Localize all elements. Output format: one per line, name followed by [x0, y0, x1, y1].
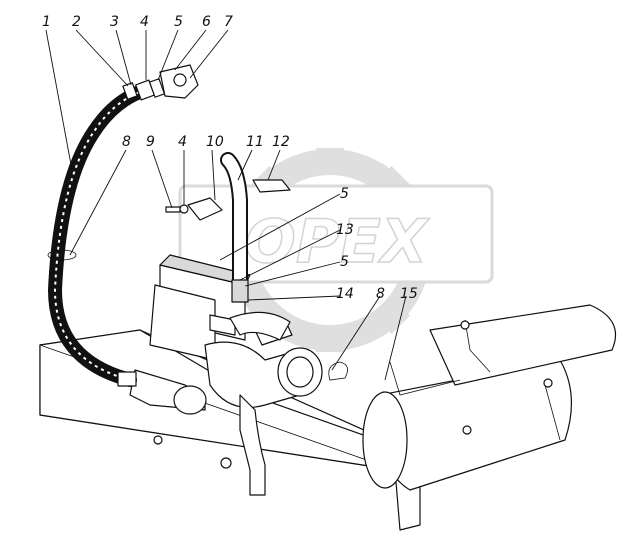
callout-15: 15 — [400, 286, 418, 302]
callout-11: 11 — [246, 134, 264, 150]
leader-lines — [45, 29, 407, 381]
watermark-logo: OPEX — [178, 148, 494, 352]
callout-5-tertiary: 5 — [340, 254, 349, 270]
callout-10: 10 — [206, 134, 224, 150]
exhaust-pipe — [187, 152, 291, 341]
watermark-banner — [178, 184, 494, 284]
callout-1: 1 — [42, 14, 51, 30]
callout-7: 7 — [224, 14, 233, 30]
callout-13: 13 — [336, 222, 354, 238]
heater-unit — [129, 254, 323, 496]
pipe-end-fittings — [122, 64, 199, 101]
callout-5-secondary: 5 — [340, 186, 349, 202]
callout-4-secondary: 4 — [178, 134, 187, 150]
muffler — [362, 304, 617, 491]
callout-9: 9 — [146, 134, 155, 150]
callout-4: 4 — [140, 14, 149, 30]
flexible-pipe — [47, 83, 152, 387]
callout-8-secondary: 8 — [376, 286, 385, 302]
callout-14: 14 — [336, 286, 354, 302]
callout-5: 5 — [174, 14, 183, 30]
callout-6: 6 — [202, 14, 211, 30]
callout-3: 3 — [110, 14, 119, 30]
callout-labels: 1 2 3 4 5 6 7 8 9 4 10 11 12 5 13 5 14 8… — [42, 14, 418, 302]
watermark-text: OPEX — [245, 207, 430, 277]
callout-2: 2 — [72, 14, 81, 30]
callout-8: 8 — [122, 134, 131, 150]
callout-12: 12 — [272, 134, 290, 150]
